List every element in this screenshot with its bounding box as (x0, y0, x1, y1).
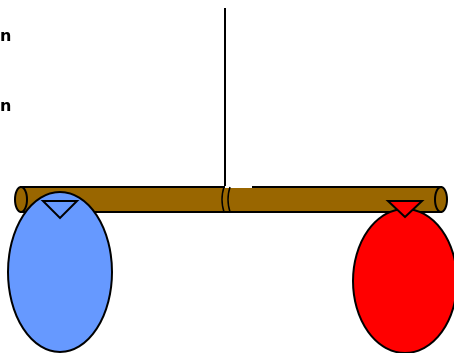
left-balloon-body (7, 191, 113, 353)
left-balloon (7, 191, 113, 353)
right-balloon (352, 200, 454, 353)
right-balloon-body (352, 208, 454, 353)
right-balloon-knot (385, 200, 425, 219)
cropped-label-lower: n (0, 96, 12, 115)
stick-right-end (434, 186, 448, 213)
wooden-stick (14, 186, 448, 213)
stick-center-joint (221, 186, 231, 213)
stick-left-end (14, 186, 28, 213)
cropped-label-upper: n (0, 26, 12, 45)
left-balloon-knot (40, 200, 80, 220)
